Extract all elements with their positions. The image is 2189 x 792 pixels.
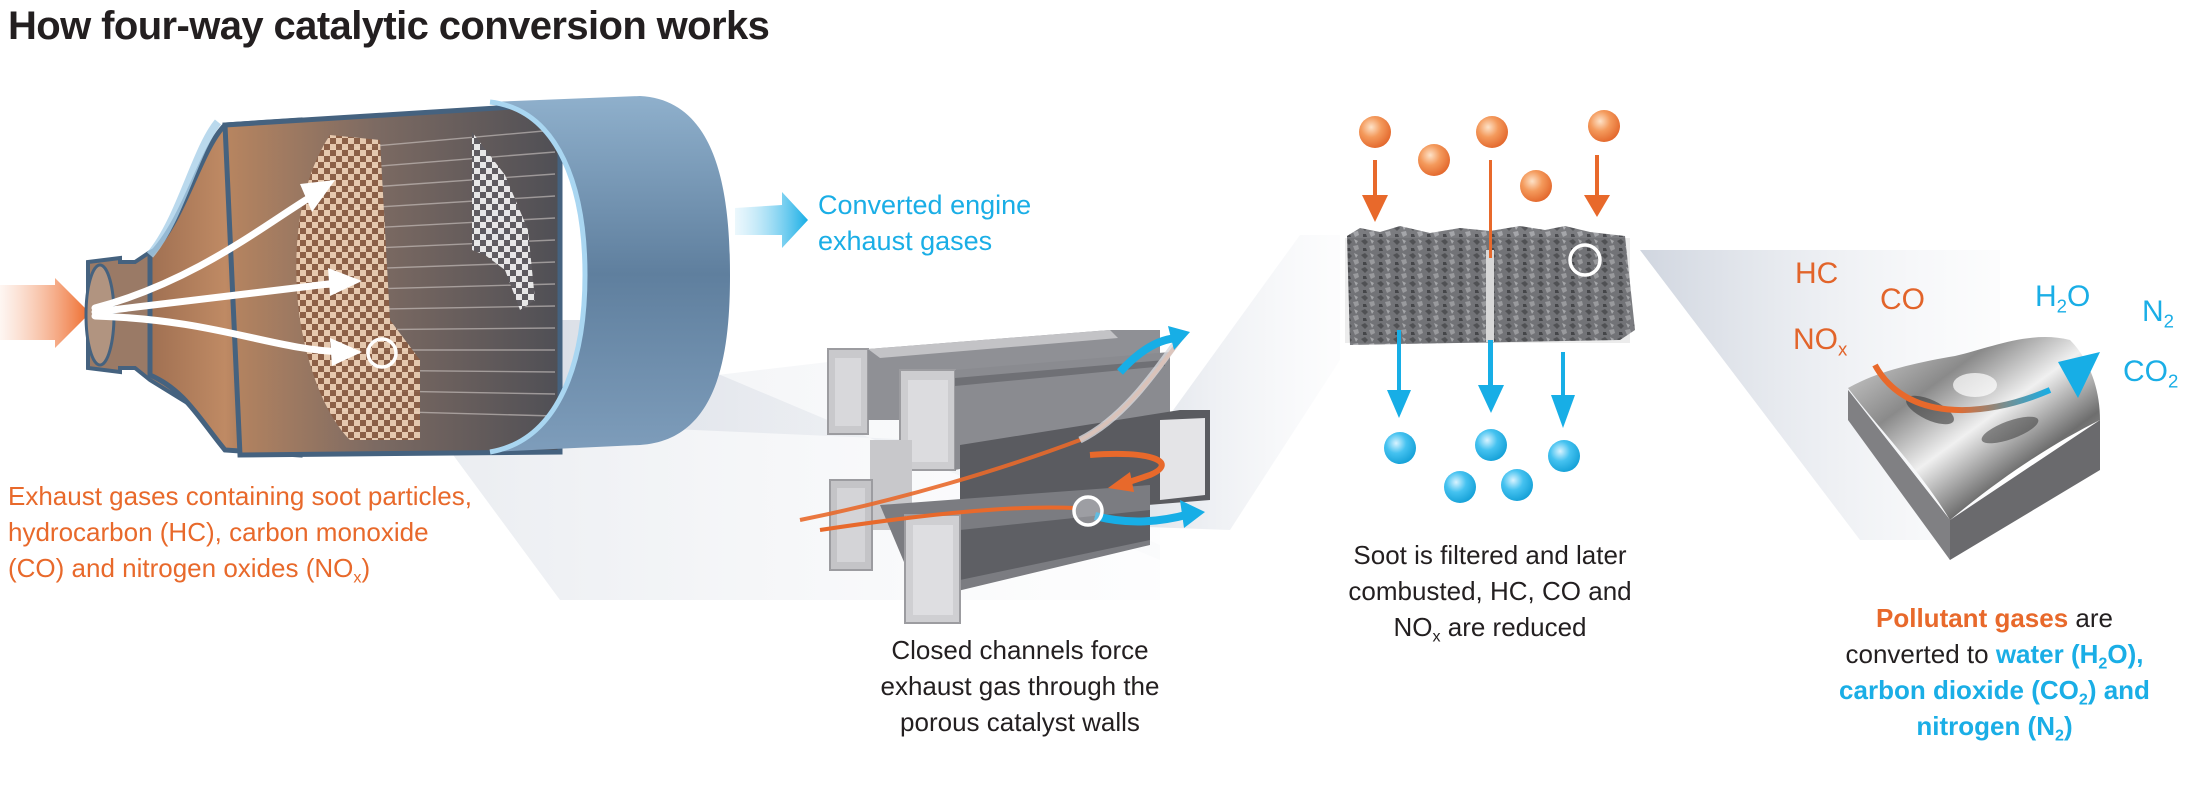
catalyst-surface-illustration: [1848, 337, 2100, 560]
inlet-caption: Exhaust gases containing soot particles,…: [8, 478, 568, 586]
channels-caption-line3: porous catalyst walls: [900, 707, 1140, 737]
inlet-arrow-icon: [0, 278, 90, 348]
wall-caption: Soot is filtered and later combusted, HC…: [1300, 537, 1680, 645]
flow-arrow-bottom: [91, 312, 349, 356]
inlet-caption-line2: hydrocarbon (HC), carbon monoxide: [8, 517, 429, 547]
zoom-focus-ring-1: [366, 337, 398, 369]
clean-particle: [1475, 429, 1507, 461]
reaction-arrow-head: [2058, 352, 2100, 398]
soot-particle: [1418, 144, 1450, 176]
outlet-caption-line1: Converted engine: [818, 190, 1032, 220]
reactant-co: CO: [1880, 283, 1925, 316]
pollutant-gases-label: Pollutant gases: [1876, 603, 2069, 633]
inlet-caption-line1: Exhaust gases containing soot particles,: [8, 481, 472, 511]
reactant-nox: NOx: [1793, 323, 1848, 360]
outlet-arrow-icon: [735, 192, 808, 248]
wall-caption-line2: combusted, HC, CO and: [1348, 576, 1632, 606]
wall-caption-line1: Soot is filtered and later: [1353, 540, 1627, 570]
wall-caption-line3: NOx are reduced: [1393, 612, 1587, 646]
reactant-hc: HC: [1795, 257, 1839, 290]
nitrogen-label: nitrogen (N2): [1916, 711, 2073, 745]
soot-arrows: [1362, 155, 1610, 258]
zoom-focus-ring-2: [1072, 495, 1104, 527]
catalytic-converter-illustration: [0, 96, 808, 458]
soot-particle: [1359, 116, 1391, 148]
channels-caption-line2: exhaust gas through the: [880, 671, 1160, 701]
clean-particles: [1384, 429, 1580, 503]
outlet-caption: Converted engine exhaust gases: [818, 187, 1118, 259]
channels-caption: Closed channels force exhaust gas throug…: [830, 632, 1210, 740]
product-h2o: H2O: [2035, 280, 2091, 317]
soot-particle: [1520, 170, 1552, 202]
soot-particles: [1359, 110, 1620, 202]
wall-flow-channels-illustration: [799, 326, 1210, 624]
clean-particle: [1384, 432, 1416, 464]
zoom-beam-3: [1640, 250, 2000, 540]
flow-arrow-middle: [91, 278, 349, 316]
soot-particle: [1476, 116, 1508, 148]
outlet-caption-line2: exhaust gases: [818, 226, 993, 256]
porous-wall-illustration: [1345, 226, 1635, 345]
soot-particle: [1588, 110, 1620, 142]
surface-caption: Pollutant gases are converted to water (…: [1800, 600, 2189, 744]
clean-particle: [1501, 469, 1533, 501]
page-title: How four-way catalytic conversion works: [8, 4, 770, 48]
product-co2: CO2: [2123, 355, 2179, 392]
inlet-caption-line3: (CO) and nitrogen oxides (NOx): [8, 553, 371, 587]
product-n2: N2: [2142, 295, 2175, 332]
clean-particle: [1444, 471, 1476, 503]
water-label: water (H2O),: [1995, 639, 2144, 673]
channels-caption-line1: Closed channels force: [891, 635, 1149, 665]
clean-particle-arrows: [1387, 330, 1575, 428]
zoom-focus-ring-3: [1568, 243, 1602, 277]
carbon-dioxide-label: carbon dioxide (CO2) and: [1839, 675, 2150, 709]
flow-arrow-top: [91, 186, 326, 312]
clean-particle: [1548, 440, 1580, 472]
